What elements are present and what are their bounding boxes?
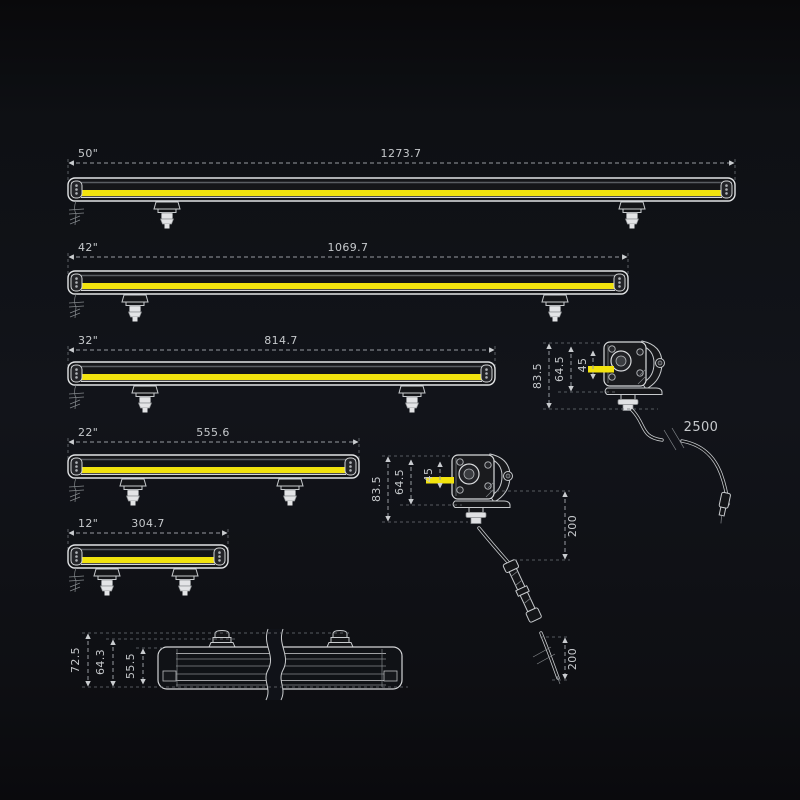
bar-32-length-label: 814.7 <box>264 334 298 347</box>
inline-connector <box>502 559 542 623</box>
bar-32-size-label: 32" <box>78 334 98 347</box>
wire-seg1-label: 200 <box>566 515 579 537</box>
side-hook <box>68 384 85 410</box>
bar-42-size-label: 42" <box>78 241 98 254</box>
mount-bracket <box>541 294 569 322</box>
cable-plug <box>718 491 731 524</box>
rear-cable-gland <box>383 670 398 682</box>
side-profile-unit <box>603 340 666 412</box>
bar-42-top-view: 42" 1069.7 <box>67 241 629 322</box>
bar-50-lens-stripe <box>81 190 722 196</box>
wire-seg2-label: 200 <box>566 648 579 670</box>
bar-32-top-view: 32" 814.7 <box>67 334 496 413</box>
bar-22-size-label: 22" <box>78 426 98 439</box>
side-view-cable: 83.5 64.5 45 2500 <box>531 340 731 524</box>
bar-12-top-view: 12" 304.7 <box>67 517 229 596</box>
cable-length-label: 2500 <box>684 420 719 435</box>
sv1-height-lens-label: 45 <box>576 358 589 373</box>
mount-bracket <box>398 385 426 413</box>
rear-view: 72.5 64.3 55.5 <box>69 628 408 701</box>
sv2-height-body-label: 64.5 <box>393 469 406 495</box>
end-cap <box>720 180 733 199</box>
bar-12-length-label: 304.7 <box>131 517 165 530</box>
bar-22-top-view: 22" 555.6 <box>67 426 360 506</box>
end-cap <box>70 547 83 566</box>
bar-50-size-label: 50" <box>78 147 98 160</box>
bar-42-length-label: 1069.7 <box>328 241 369 254</box>
bar-50-top-view: 50" 1273.7 <box>67 147 736 229</box>
mount-bracket <box>171 568 199 596</box>
end-cap <box>70 364 83 383</box>
mount-bracket <box>119 478 147 506</box>
side-hook <box>68 477 85 503</box>
mount-bracket <box>121 294 149 322</box>
bar-22-lens-stripe <box>81 467 346 473</box>
bar-50-length-label: 1273.7 <box>381 147 422 160</box>
sv2-height-lens-label: 45 <box>422 468 435 483</box>
bar-42-lens-stripe <box>81 283 615 289</box>
mount-bracket <box>131 385 159 413</box>
rear-cable-gland <box>162 670 177 682</box>
mount-bracket <box>276 478 304 506</box>
mount-bracket <box>618 201 646 229</box>
sv1-height-overall-label: 83.5 <box>531 363 544 389</box>
bar-12-lens-stripe <box>81 557 215 563</box>
bar-12-size-label: 12" <box>78 517 98 530</box>
end-cap <box>70 457 83 476</box>
sv1-height-body-label: 64.5 <box>553 356 566 382</box>
mount-bracket <box>93 568 121 596</box>
sv1-lens-beam <box>588 366 614 373</box>
rear-height-mid-label: 64.3 <box>94 649 107 675</box>
sv2-height-overall-label: 83.5 <box>370 476 383 502</box>
side-hook <box>68 293 85 319</box>
break-line <box>265 628 272 701</box>
end-cap <box>70 273 83 292</box>
rear-height-overall-label: 72.5 <box>69 647 82 673</box>
rear-height-body-label: 55.5 <box>124 653 137 679</box>
end-cap <box>344 457 357 476</box>
end-cap <box>213 547 226 566</box>
bar-32-lens-stripe <box>81 374 482 380</box>
break-line <box>280 628 287 701</box>
side-hook <box>68 200 85 226</box>
break-mask <box>266 629 286 700</box>
mount-bracket <box>153 201 181 229</box>
side-view-connector: 83.5 64.5 45 200 200 <box>370 453 579 685</box>
side-profile-unit <box>451 453 514 525</box>
end-cap <box>613 273 626 292</box>
side-hook <box>68 567 85 593</box>
end-cap <box>480 364 493 383</box>
bar-22-length-label: 555.6 <box>196 426 230 439</box>
end-cap <box>70 180 83 199</box>
